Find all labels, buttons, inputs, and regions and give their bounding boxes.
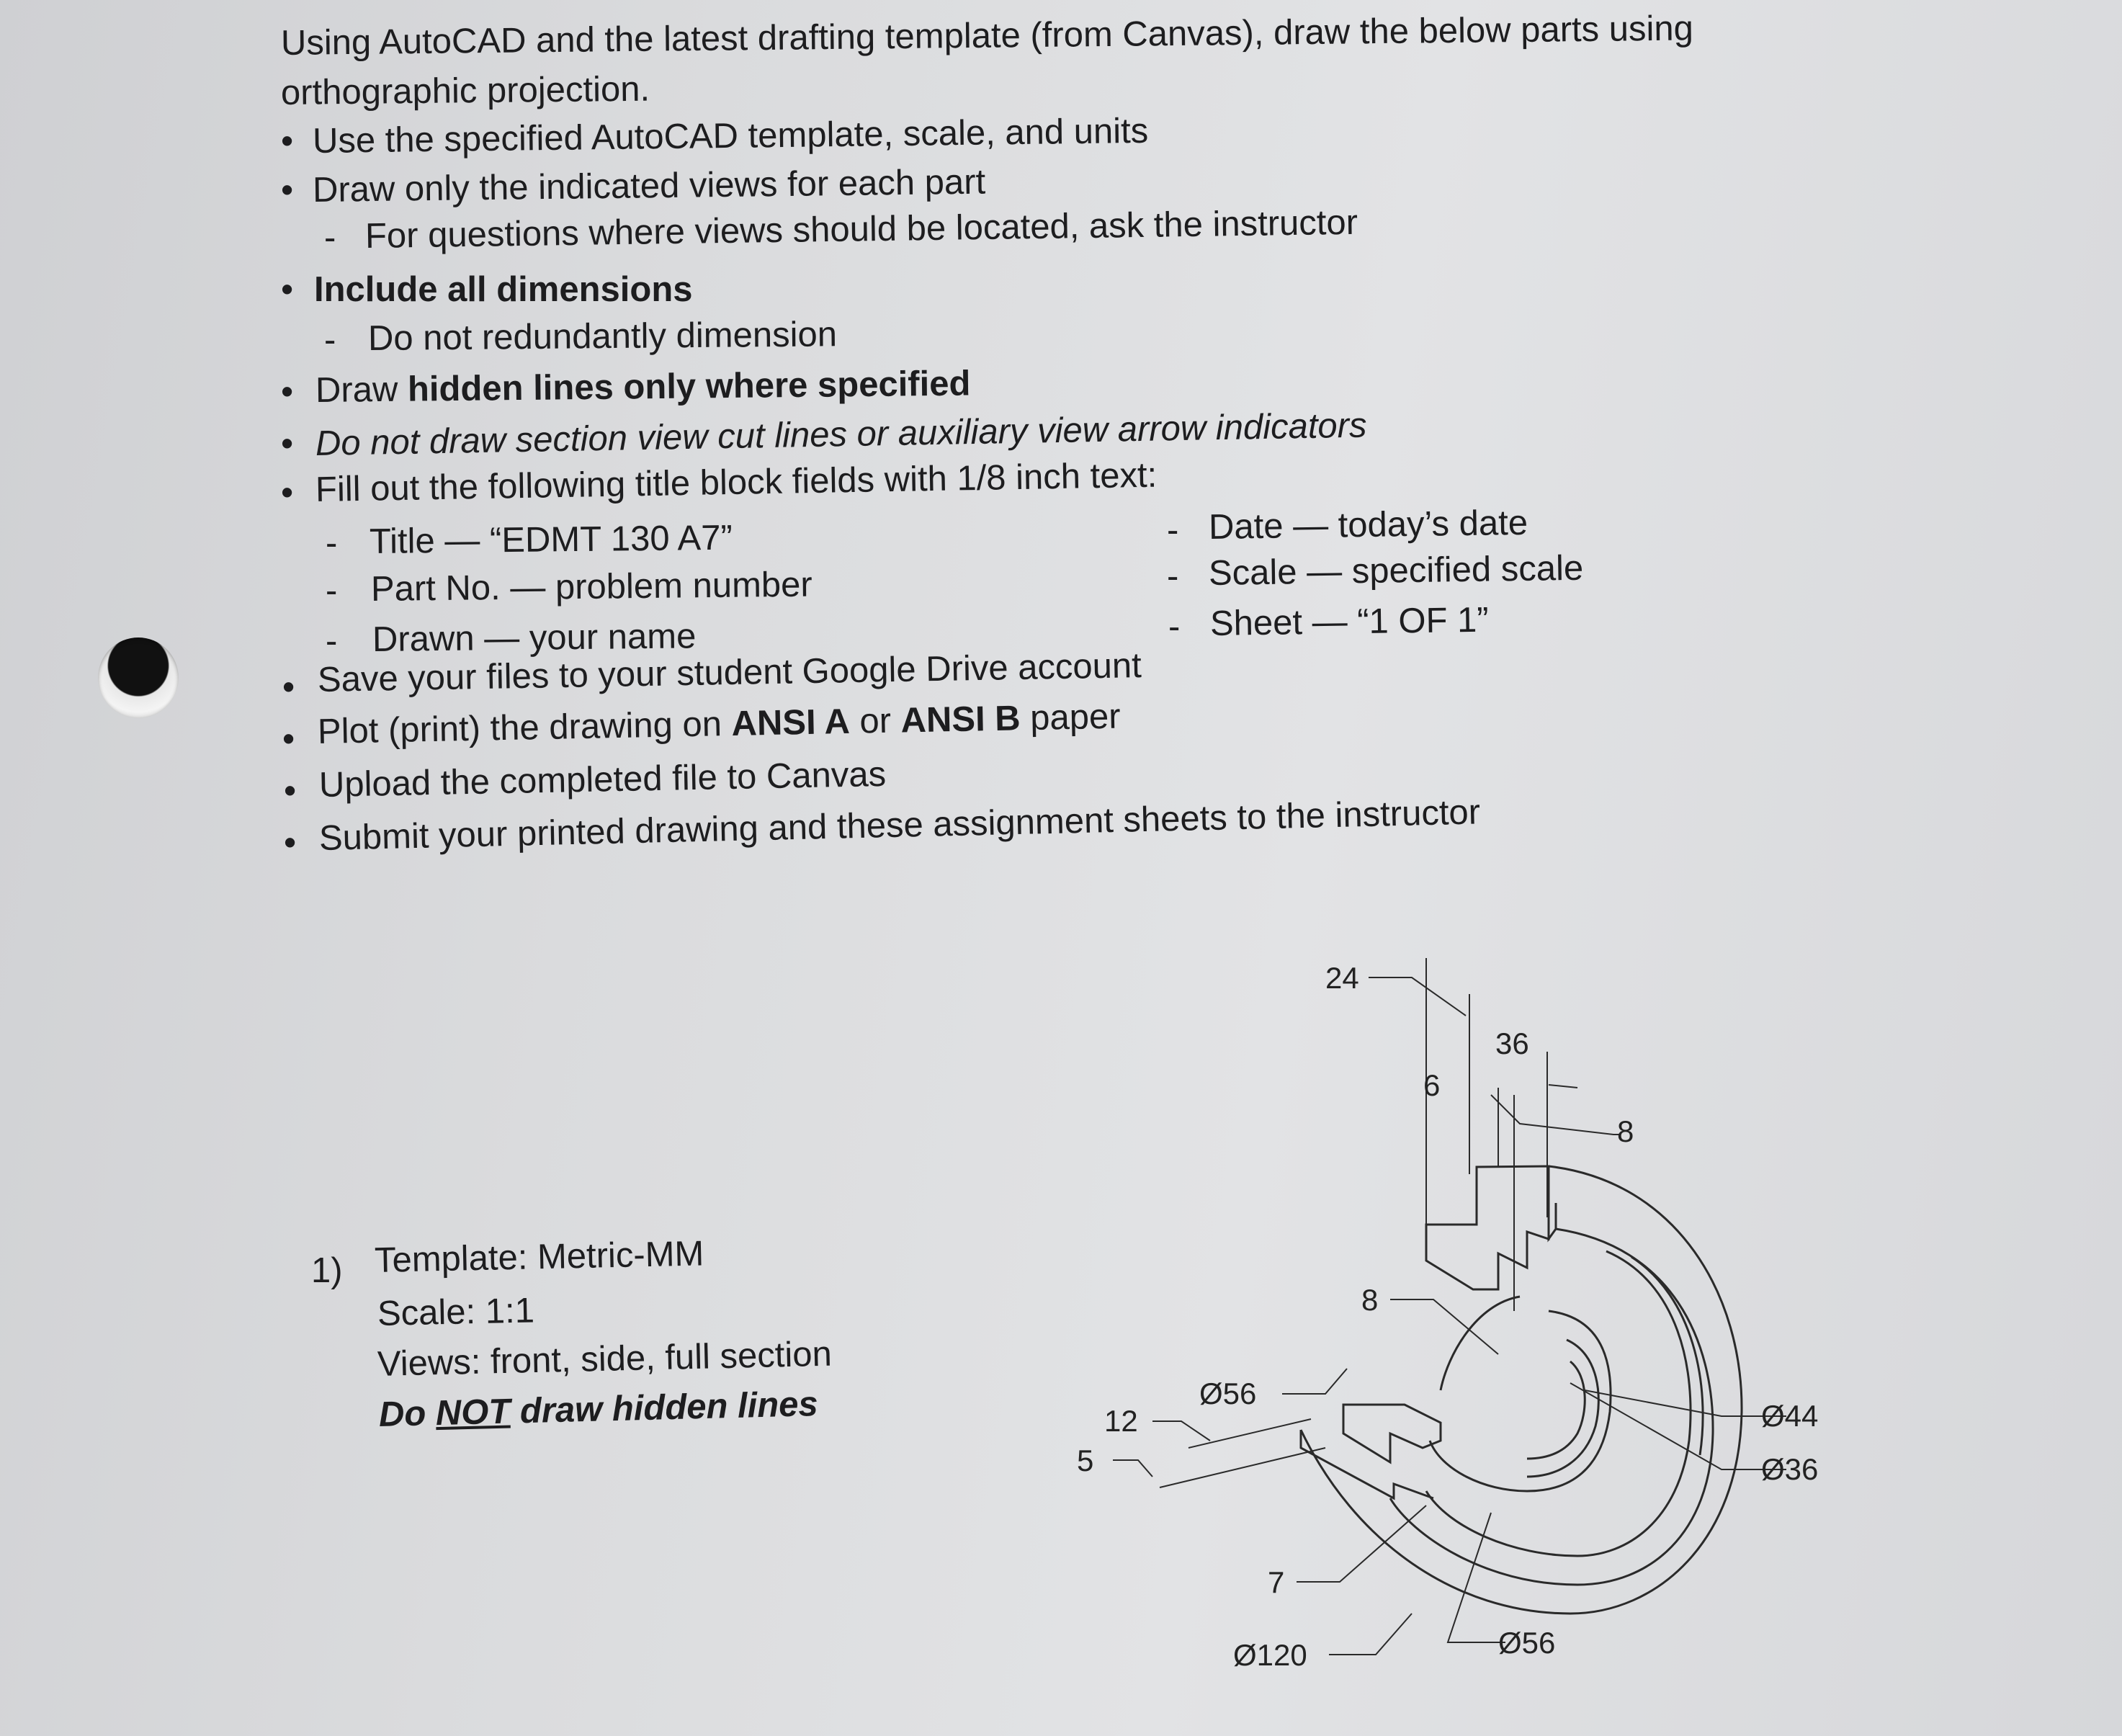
dash-marker: -: [326, 524, 338, 563]
dash-marker: -: [324, 218, 336, 257]
dash-marker: -: [326, 571, 338, 610]
dim-36: 36: [1495, 1026, 1529, 1060]
bullet-marker: •: [282, 720, 295, 759]
outer-rim-arc: [1299, 1165, 1743, 1615]
dim-7: 7: [1268, 1565, 1285, 1599]
dim-8-mid: 8: [1361, 1283, 1379, 1317]
bullet-dimensions: Include all dimensions: [314, 270, 693, 309]
hole-punch: [98, 637, 179, 718]
dim-dia-44: Ø44: [1761, 1399, 1819, 1433]
outer-rim-inner-arc: [1389, 1227, 1714, 1586]
dim-6: 6: [1423, 1068, 1441, 1102]
bullet-marker: •: [281, 171, 294, 210]
bullet-marker: •: [282, 668, 295, 707]
dash-marker: -: [1167, 511, 1179, 550]
bullet-marker: •: [284, 823, 297, 862]
dim-dia-120: Ø120: [1233, 1638, 1307, 1672]
dim-8-top: 8: [1617, 1114, 1634, 1148]
section-face-top: [1425, 1165, 1550, 1291]
dim-12: 12: [1104, 1404, 1138, 1438]
dim-dia-56-bottom: Ø56: [1498, 1626, 1556, 1660]
rim-step-arc: [1425, 1250, 1692, 1557]
problem-number: 1): [311, 1251, 343, 1290]
dim-dia-36: Ø36: [1761, 1452, 1819, 1486]
extension-lines: [1425, 958, 1548, 1311]
dash-marker: -: [1168, 607, 1181, 646]
bullet-marker: •: [281, 270, 294, 309]
section-face-top-2: [1547, 1166, 1557, 1243]
bullet-marker: •: [281, 122, 294, 161]
dash-marker: -: [324, 321, 336, 359]
section-face-bottom: [1342, 1403, 1442, 1464]
dim-24: 24: [1325, 961, 1359, 995]
bullet-marker: •: [281, 372, 294, 411]
hub-arc-56: [1428, 1310, 1612, 1493]
dash-marker: -: [326, 622, 338, 661]
bullet-marker: •: [281, 424, 294, 463]
dimension-leaders: [1113, 977, 1786, 1655]
bullet-marker: •: [284, 771, 297, 810]
dim-dia-56-left: Ø56: [1199, 1377, 1257, 1410]
bullet-marker: •: [281, 473, 294, 512]
section-face-bottom-2: [1299, 1430, 1434, 1500]
rim-step-arc-2: [1631, 1256, 1704, 1456]
hub-arc-44: [1526, 1338, 1600, 1478]
dim-5: 5: [1077, 1444, 1094, 1477]
dash-marker: -: [1167, 557, 1179, 596]
hub-arc-36: [1526, 1360, 1586, 1460]
hub-bore-arc: [1439, 1295, 1521, 1391]
